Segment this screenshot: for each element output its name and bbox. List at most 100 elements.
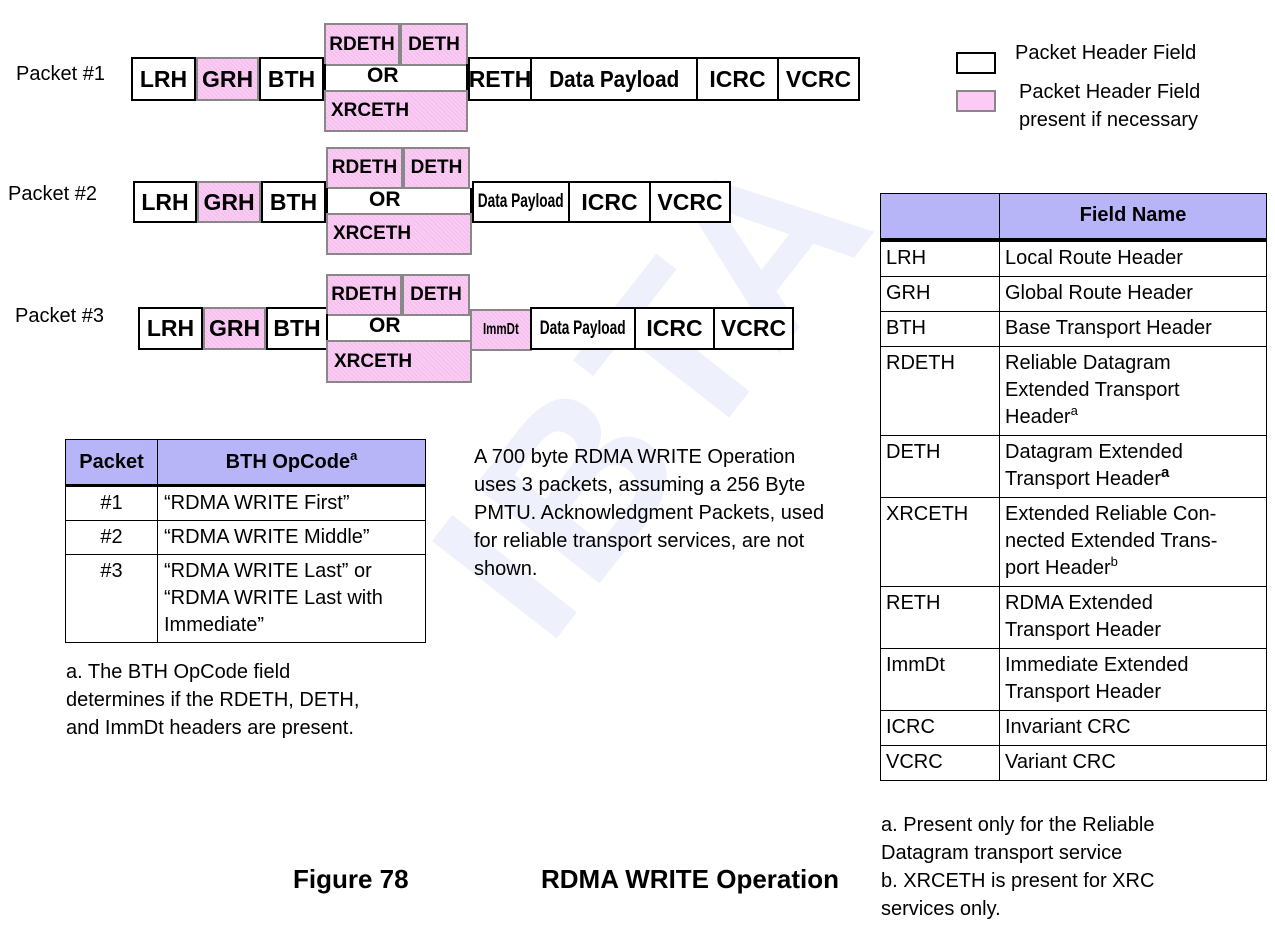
data-payload-text: Data Payload — [540, 317, 626, 339]
field-name-line: Datagram Extended — [1005, 440, 1183, 463]
immdt-text: ImmDt — [483, 321, 519, 338]
abbr-cell: RDETH — [880, 345, 1000, 436]
legend-optional-swatch — [956, 90, 996, 112]
footnote-line: Datagram transport service — [881, 842, 1123, 864]
opcode-cell: “RDMA WRITE Middle” — [157, 520, 426, 555]
abbr-cell: XRCETH — [880, 496, 1000, 587]
footnote-line: b. XRCETH is present for XRC — [881, 870, 1155, 892]
data-payload-text: Data Payload — [548, 65, 679, 92]
abbr-cell: BTH — [880, 310, 1000, 347]
description-line: for reliable transport services, are not — [474, 530, 805, 552]
figure-number: Figure 78 — [293, 864, 409, 894]
field-deth: DETH — [400, 23, 468, 66]
footnote-marker: b — [1110, 553, 1118, 569]
field-name-table: Field Name LRH Local Route Header GRH Gl… — [880, 193, 1267, 781]
field-name-line: Reliable Datagram — [1005, 351, 1171, 374]
field-name-column-header: Field Name — [999, 193, 1267, 242]
or-label: OR — [369, 314, 401, 337]
table-row: GRH Global Route Header — [880, 275, 1267, 312]
footnote-line: a. The BTH OpCode field — [66, 661, 291, 683]
field-name-text: port Header — [1005, 556, 1111, 579]
legend-optional-label: Packet Header Field present if necessary — [1019, 78, 1200, 134]
field-data-payload: Data Payload — [530, 57, 698, 101]
table-header-row: Packet BTH OpCodea — [65, 439, 426, 487]
field-bth: BTH — [261, 181, 326, 223]
table-row: XRCETH Extended Reliable Con- nected Ext… — [880, 496, 1267, 587]
table-row: #1 “RDMA WRITE First” — [65, 485, 426, 521]
footnote-line: and ImmDt headers are present. — [66, 717, 354, 739]
description-line: uses 3 packets, assuming a 256 Byte — [474, 474, 806, 496]
field-name-line: RDMA Extended — [1005, 591, 1153, 614]
table-row: ICRC Invariant CRC — [880, 709, 1267, 746]
field-xrceth: XRCETH — [326, 340, 472, 383]
or-region — [324, 64, 468, 92]
table-row: DETH Datagram Extended Transport Headera — [880, 434, 1267, 498]
footnote-marker: a — [1161, 463, 1170, 481]
field-name-cell: Global Route Header — [999, 275, 1267, 312]
field-data-payload: Data Payload — [530, 307, 636, 350]
opcode-line: “RDMA WRITE Last with — [164, 587, 383, 609]
field-vcrc: VCRC — [713, 307, 794, 350]
field-name-line: nected Extended Trans- — [1005, 529, 1218, 552]
field-name-cell: Reliable Datagram Extended Transport Hea… — [999, 345, 1267, 436]
description-line: PMTU. Acknowledgment Packets, used — [474, 502, 825, 524]
field-xrceth: XRCETH — [326, 213, 472, 255]
field-icrc: ICRC — [696, 57, 779, 101]
field-rdeth: RDETH — [326, 274, 402, 316]
field-grh: GRH — [197, 181, 261, 223]
field-name-cell: Immediate Extended Transport Header — [999, 647, 1267, 711]
field-name-line: Immediate Extended — [1005, 653, 1189, 676]
field-name-cell: Local Route Header — [999, 239, 1267, 277]
field-bth: BTH — [259, 57, 324, 101]
or-label: OR — [367, 64, 399, 87]
footnote-line: determines if the RDETH, DETH, — [66, 689, 360, 711]
operation-description: A 700 byte RDMA WRITE Operation uses 3 p… — [474, 443, 824, 583]
field-reth: RETH — [468, 57, 532, 101]
abbr-cell: VCRC — [880, 744, 1000, 781]
packet-cell: #1 — [65, 485, 158, 521]
field-lrh: LRH — [133, 181, 197, 223]
abbr-cell: GRH — [880, 275, 1000, 312]
field-icrc: ICRC — [634, 307, 715, 350]
field-deth: DETH — [402, 274, 470, 316]
abbr-cell: RETH — [880, 585, 1000, 649]
table-row: #3 “RDMA WRITE Last” or “RDMA WRITE Last… — [65, 554, 426, 643]
field-lrh: LRH — [138, 307, 203, 350]
opcode-line: Immediate” — [164, 614, 265, 636]
field-name-cell: Invariant CRC — [999, 709, 1267, 746]
table-row: LRH Local Route Header — [880, 239, 1267, 277]
table-row: #2 “RDMA WRITE Middle” — [65, 520, 426, 555]
footnote-marker: a — [1070, 402, 1078, 418]
abbr-cell: ICRC — [880, 709, 1000, 746]
field-rdeth: RDETH — [326, 147, 403, 189]
field-vcrc: VCRC — [649, 181, 731, 223]
field-xrceth: XRCETH — [324, 90, 468, 132]
abbr-cell: ImmDt — [880, 647, 1000, 711]
field-name-cell: Variant CRC — [999, 744, 1267, 781]
field-name-text: Transport Header — [1005, 467, 1161, 490]
opcode-column-header: BTH OpCodea — [157, 439, 426, 487]
footnote-line: a. Present only for the Reliable — [881, 814, 1155, 836]
table-row: RETH RDMA Extended Transport Header — [880, 585, 1267, 649]
abbr-cell: LRH — [880, 239, 1000, 277]
field-table-footnotes: a. Present only for the Reliable Datagra… — [881, 811, 1155, 923]
field-name-line: port Headerb — [1005, 555, 1261, 582]
field-data-payload: Data Payload — [472, 181, 570, 223]
field-name-line: Transport Headera — [1005, 463, 1261, 493]
abbr-cell: DETH — [880, 434, 1000, 498]
legend-header-swatch — [956, 52, 996, 74]
field-icrc: ICRC — [568, 181, 651, 223]
packet-column-header: Packet — [65, 439, 158, 487]
opcode-cell: “RDMA WRITE Last” or “RDMA WRITE Last wi… — [157, 554, 426, 643]
table-row: BTH Base Transport Header — [880, 310, 1267, 347]
field-name-text: Header — [1005, 405, 1071, 428]
field-deth: DETH — [403, 147, 470, 189]
table-row: RDETH Reliable Datagram Extended Transpo… — [880, 345, 1267, 436]
packet-label: Packet #3 — [15, 305, 104, 327]
field-rdeth: RDETH — [324, 23, 400, 66]
legend-optional-line: present if necessary — [1019, 109, 1198, 131]
legend-header-label: Packet Header Field — [1015, 42, 1197, 64]
field-immdt: ImmDt — [470, 309, 532, 351]
or-label: OR — [369, 188, 401, 211]
or-region — [326, 188, 472, 215]
